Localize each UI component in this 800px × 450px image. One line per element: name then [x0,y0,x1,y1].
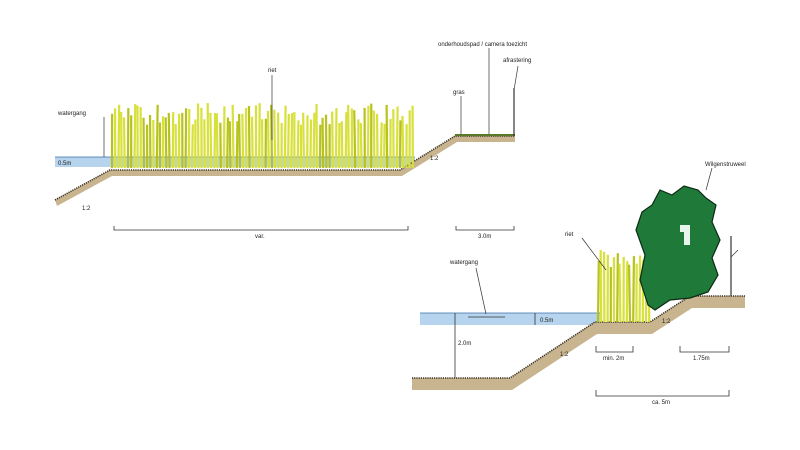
reed-stem [270,104,274,169]
reed-stem [226,117,230,169]
reed-stem [618,263,622,323]
reed-stem [632,256,636,323]
reed-stem [616,253,619,323]
reed-stem [241,113,245,169]
reed-stem [375,113,379,169]
reed-stem [133,104,137,169]
dim-label-min2m: min. 2m [603,356,624,362]
label-water-depth-top: 0.5m [58,161,71,167]
reed-stem [155,104,159,169]
dim-label-3m: 3.0m [478,234,491,240]
reed-stem [250,116,254,169]
reed-stem [627,264,632,323]
reed-stem [266,110,270,169]
reed-stem [286,113,290,169]
label-watergang-bottom: watergang [449,260,478,266]
top-reed-bed [110,103,414,169]
reed-stem [117,104,121,169]
reed-stem [372,110,376,169]
top-soil [55,136,515,206]
reed-stem [312,112,316,169]
label-gras: gras [453,90,465,96]
reed-stem [359,122,363,169]
label-slope-bottom-right: 1:2 [662,319,671,325]
reed-stem [599,250,603,323]
reed-stem [290,113,294,169]
bottom-section [412,167,745,397]
reed-stem [238,113,242,169]
reed-stem [353,110,357,169]
reed-stem [331,111,334,169]
reed-stem [258,103,261,169]
reed-stem [596,260,600,323]
label-slope-bottom-left: 1:2 [560,352,569,358]
reed-stem [231,104,235,169]
label-slope-top-left: 1:2 [82,206,91,212]
reed-stem [209,112,213,169]
reed-stem [187,108,191,169]
reed-stem [296,120,300,169]
reed-stem [122,117,126,169]
reed-stem [638,255,642,323]
label-onderhoudspad: onderhoudspad / camera toezicht [438,42,527,48]
dim-label-ca5m: ca. 5m [652,400,670,406]
willow-shrub [635,185,721,311]
reed-stem [213,113,217,169]
reed-stem [283,105,287,169]
reed-stem [382,123,386,169]
label-riet-bottom: riet [565,232,574,238]
reed-stem [379,122,383,169]
label-watergang-top: watergang [57,111,86,117]
reed-stem [309,119,313,169]
reed-stem [395,106,399,169]
top-water [55,157,415,167]
reed-stem [347,104,350,169]
reed-stem [190,124,194,169]
label-water-depth-bottom: 0.5m [540,318,553,324]
reed-stem [228,121,232,169]
reed-stem [302,112,306,169]
reed-stem [273,109,277,169]
top-section [54,48,519,231]
label-afrastering: afrastering [503,58,531,64]
dim-label-var: var. [255,234,265,240]
label-riet-top: riet [268,68,277,74]
reed-stem [167,112,171,169]
reed-stem [344,112,348,169]
reed-stem [340,121,344,169]
reed-stem [401,115,405,169]
top-ground-line [54,135,515,201]
reed-stem [235,121,239,169]
bottom-ground-line [412,295,745,379]
reed-stem [247,105,251,169]
bottom-water [420,313,600,325]
dim-label-175m: 1.75m [693,356,710,362]
label-wilgenstruweel: Wilgenstruweel [705,162,746,168]
reed-stem [164,117,168,169]
label-slope-top-right: 1:2 [430,156,439,162]
bottom-soil [412,296,745,390]
reed-stem [321,117,325,169]
label-depth-bottom: 2.0m [458,341,471,347]
reed-stem [215,113,219,169]
reed-stem [385,104,389,169]
